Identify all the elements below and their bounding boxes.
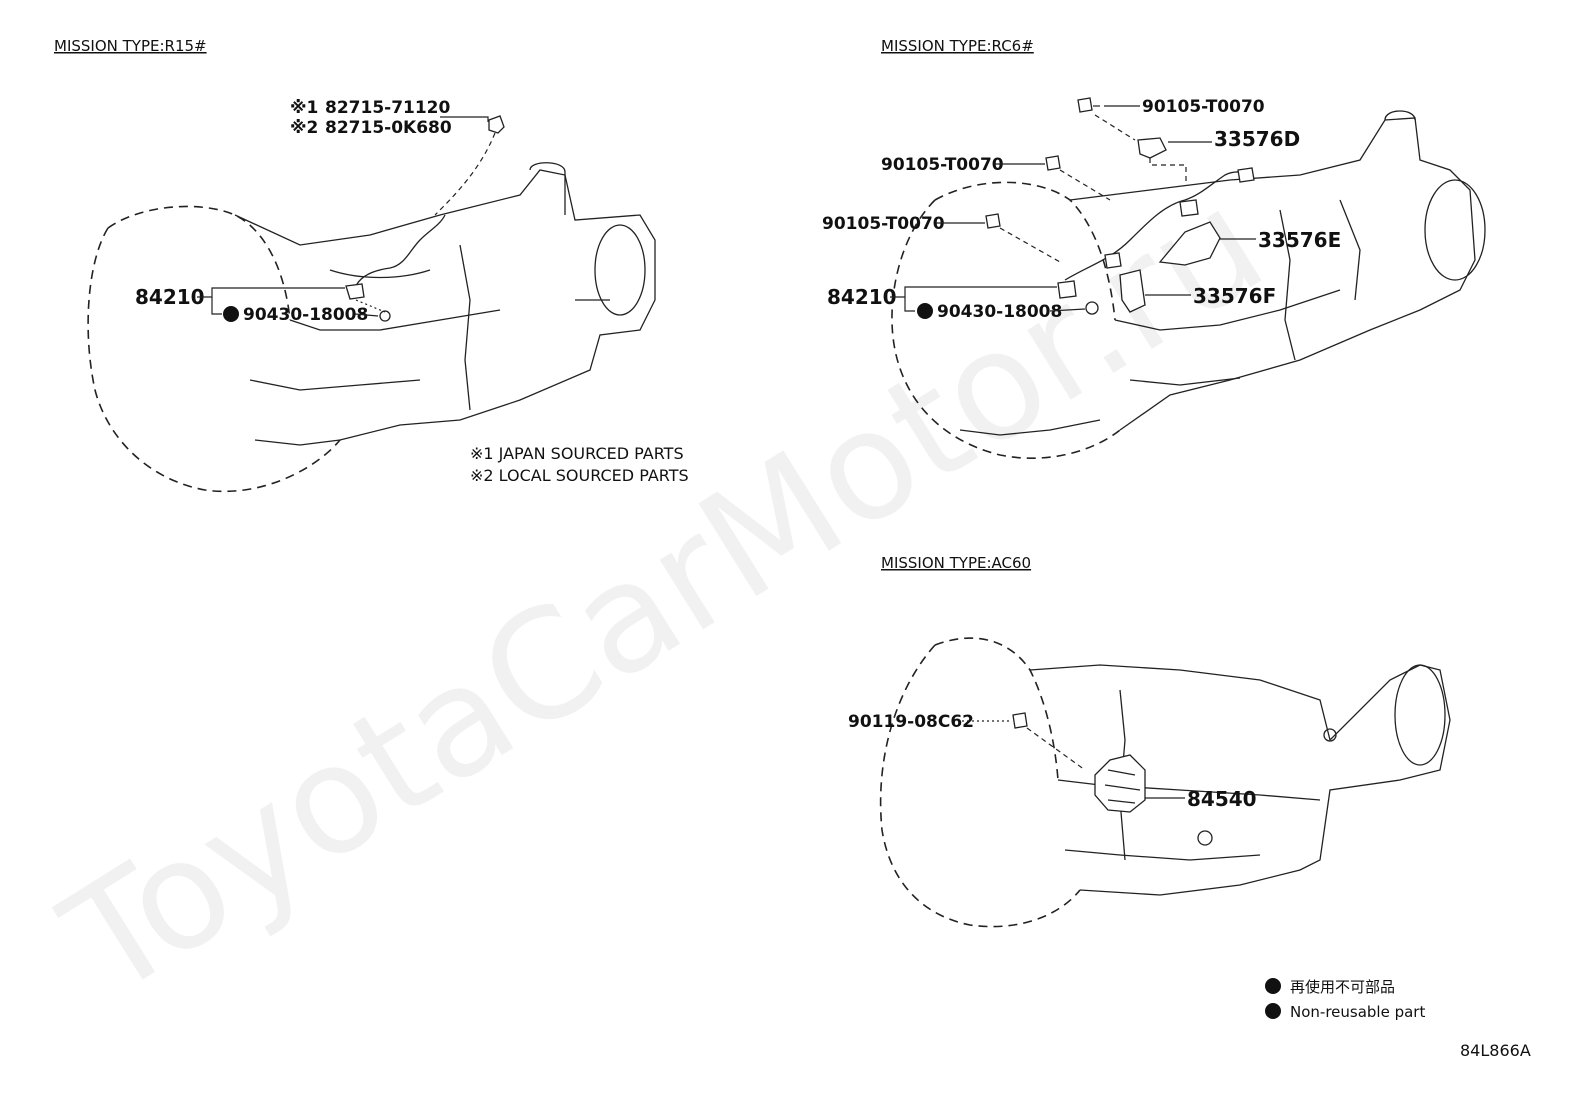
- gasket-icon: [379, 310, 391, 322]
- watermark: ToyotaCarMotor.ru: [36, 156, 1292, 1031]
- mark-1: ※1: [290, 98, 318, 118]
- speed-sensor-icon: [488, 115, 505, 134]
- transmission-rc6-drawing: [891, 110, 1486, 459]
- section-title-rc6: MISSION TYPE:RC6#: [881, 37, 1034, 55]
- bracket-icon: [1158, 221, 1221, 266]
- section-title-r15: MISSION TYPE:R15#: [54, 37, 207, 55]
- part-number-33576D[interactable]: 33576D: [1214, 127, 1300, 151]
- section-rc6: MISSION TYPE:RC6# 90105-T0070 33576D 901…: [822, 37, 1486, 459]
- part-number-82715-71120[interactable]: 82715-71120: [325, 98, 451, 118]
- bracket-icon: [1119, 269, 1146, 313]
- part-number-90119-08C62[interactable]: 90119-08C62: [848, 712, 974, 732]
- part-number-84540[interactable]: 84540: [1187, 787, 1257, 811]
- clamp-icon: [1104, 252, 1122, 269]
- transmission-ac60-drawing: [879, 637, 1451, 928]
- backup-light-switch-icon: [1057, 280, 1077, 299]
- note-japan-sourced: ※1 JAPAN SOURCED PARTS: [470, 444, 684, 463]
- part-number-82715-0K680[interactable]: 82715-0K680: [325, 118, 452, 138]
- part-number-90105-T0070-a[interactable]: 90105-T0070: [1142, 97, 1265, 117]
- clamp-icon: [1179, 199, 1199, 217]
- legend: 再使用不可部品 Non-reusable part: [1265, 978, 1425, 1021]
- bolt-icon: [1077, 97, 1093, 113]
- bolt-icon: [985, 213, 1001, 229]
- bracket-icon: [1137, 137, 1167, 159]
- transmission-r15-drawing: [87, 162, 656, 493]
- bolt-icon: [1012, 712, 1028, 729]
- neutral-start-switch-icon: [1094, 754, 1146, 813]
- filled-circle-icon: [1265, 1003, 1281, 1019]
- backup-light-switch-icon: [345, 283, 365, 300]
- part-number-90430-18008[interactable]: 90430-18008: [243, 305, 368, 325]
- non-reusable-mark-icon: [223, 306, 239, 322]
- note-local-sourced: ※2 LOCAL SOURCED PARTS: [470, 466, 689, 485]
- filled-circle-icon: [1265, 978, 1281, 994]
- legend-non-reusable-en: Non-reusable part: [1290, 1003, 1425, 1021]
- section-title-ac60: MISSION TYPE:AC60: [881, 554, 1031, 572]
- bolt-icon: [1045, 155, 1061, 171]
- section-r15: MISSION TYPE:R15# ※1 82715-71120 ※2 8271…: [54, 37, 689, 493]
- section-ac60: MISSION TYPE:AC60 90119-08C62 84540: [848, 554, 1451, 928]
- mark-2: ※2: [290, 118, 318, 138]
- part-number-84210[interactable]: 84210: [135, 285, 205, 309]
- non-reusable-mark-icon: [917, 303, 933, 319]
- part-number-33576F[interactable]: 33576F: [1193, 284, 1276, 308]
- part-number-90430-18008-rc6[interactable]: 90430-18008: [937, 302, 1062, 322]
- part-number-90105-T0070-b[interactable]: 90105-T0070: [881, 155, 1004, 175]
- diagram-code: 84L866A: [1460, 1041, 1531, 1060]
- connector-icon: [1237, 167, 1255, 183]
- legend-non-reusable-jp: 再使用不可部品: [1290, 978, 1395, 996]
- part-number-90105-T0070-c[interactable]: 90105-T0070: [822, 214, 945, 234]
- part-number-33576E[interactable]: 33576E: [1258, 228, 1341, 252]
- part-number-84210-rc6[interactable]: 84210: [827, 285, 897, 309]
- gasket-icon: [1085, 301, 1099, 315]
